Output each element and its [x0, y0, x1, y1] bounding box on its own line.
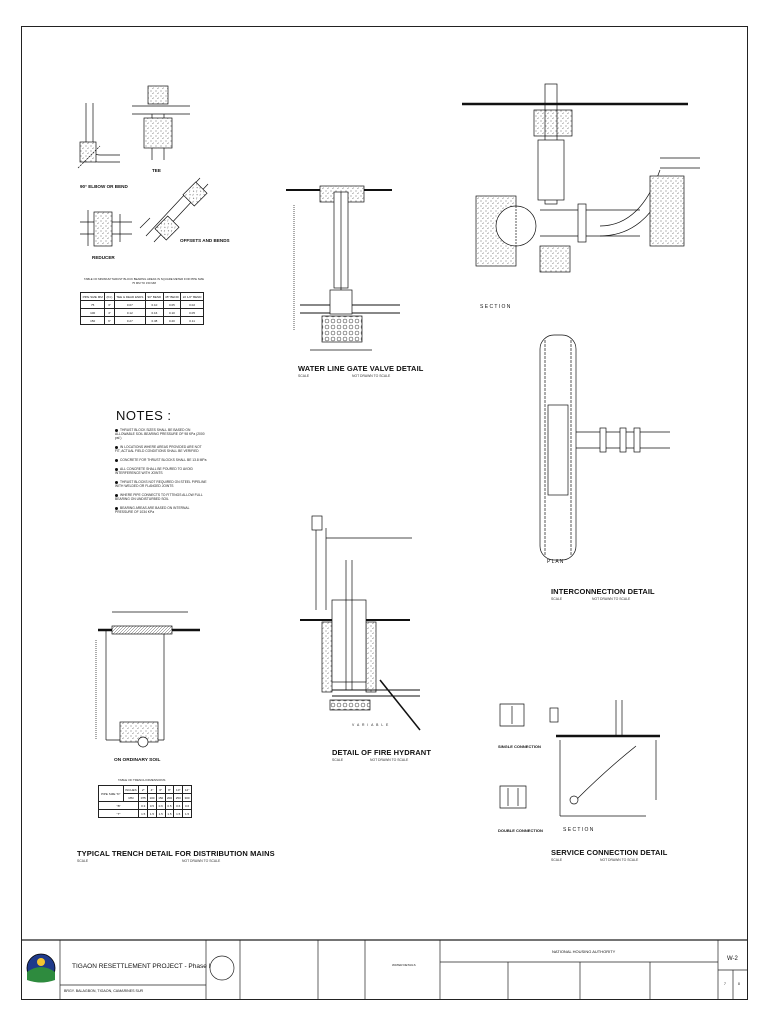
interconnection-scale-left: SCALE: [551, 597, 563, 601]
service-title: SERVICE CONNECTION DETAIL: [551, 848, 668, 857]
interconnection-plan-label: P L A N: [547, 559, 564, 565]
list-item: THRUST BLOCK SIZES SHALL BE BASED ON ALL…: [115, 428, 205, 440]
interconnection-section-drawing: [462, 83, 700, 273]
table-row: PIPE SIZE "D" INCHES 2"4" 6"8" 10"12": [98, 785, 192, 802]
list-item: THRUST BLOCKS NOT REQUIRED ON STEEL PIPE…: [115, 480, 207, 488]
agency-logo: [26, 953, 56, 983]
service-scale-right: NOT DRAWN TO SCALE: [600, 858, 639, 862]
project-location: BRGY. BALAGBON, TIGAON, CAMARINES SUR: [64, 989, 144, 993]
gate-valve-title: WATER LINE GATE VALVE DETAIL: [298, 364, 424, 373]
service-section-label: S E C T I O N: [563, 827, 594, 833]
list-item: BEARING AREAS ARE BASED ON INTERNAL PRES…: [115, 506, 190, 514]
interconnection-plan-drawing: [539, 334, 670, 561]
trench-title: TYPICAL TRENCH DETAIL FOR DISTRIBUTION M…: [77, 849, 275, 858]
project-title: TIGAON RESETTLEMENT PROJECT - Phase I: [72, 963, 211, 970]
trench-drawing: [95, 611, 200, 748]
trench-table: PIPE SIZE "D" INCHES 2"4" 6"8" 10"12" MM…: [97, 785, 192, 818]
hydrant-scale-right: NOT DRAWN TO SCALE: [370, 758, 409, 762]
list-item: CONCRETE FOR THRUST BLOCKS SHALL BE 13.8…: [115, 458, 207, 462]
list-item: ALL CONCRETE SHALL BE POURED TO AVOID IN…: [115, 467, 193, 475]
reducer-label: REDUCER: [92, 255, 115, 260]
offsets-label: OFFSETS AND BENDS: [180, 238, 230, 243]
sheet-content: WATER DETAILS: [392, 963, 416, 967]
notes-heading: NOTES :: [116, 408, 172, 423]
trench-scale-left: SCALE: [77, 859, 89, 863]
notes-list: THRUST BLOCK SIZES SHALL BE BASED ON ALL…: [115, 428, 207, 519]
trench-scale-right: NOT DRAWN TO SCALE: [182, 859, 221, 863]
sheet-index: 7: [724, 982, 726, 986]
hydrant-scale-left: SCALE: [332, 758, 344, 762]
thrust-table: PIPE SIZE MM (IN.) TEE & DEAD ENDS 90° B…: [79, 292, 204, 325]
gate-valve-scale-right: NOT DRAWN TO SCALE: [352, 374, 391, 378]
gate-valve-drawing: [286, 185, 400, 351]
list-item: WHERE PIPE CONNECTS TO FITTINGS ALLOW FU…: [115, 493, 203, 501]
interconnection-scale-right: NOT DRAWN TO SCALE: [592, 597, 631, 601]
sheet-total: 8: [738, 982, 740, 986]
sheet-number: W-2: [727, 956, 738, 962]
thrust-table-caption: TABLE OF MINIMUM THRUST BLOCK BEARING AR…: [84, 277, 204, 285]
elbow-label: 90° ELBOW OR BEND: [80, 184, 128, 189]
thrust-table-header: PIPE SIZE MM (IN.) TEE & DEAD ENDS 90° B…: [79, 292, 204, 301]
trench-caption: ON ORDINARY SOIL: [114, 758, 161, 763]
single-connection-label: SINGLE CONNECTION: [498, 744, 541, 749]
title-block-linework: [21, 939, 748, 1000]
tee-label: TEE: [152, 168, 161, 173]
hydrant-title: DETAIL OF FIRE HYDRANT: [332, 748, 432, 757]
service-scale-left: SCALE: [551, 858, 563, 862]
drawing-frame: [21, 26, 748, 1000]
trench-table-caption: TABLE OF TRENCH DIMENSIONS: [118, 778, 166, 782]
fittings-drawing: [77, 85, 209, 247]
agency-name: NATIONAL HOUSING AUTHORITY: [552, 949, 616, 954]
list-item: IN LOCATIONS WHERE AREAS PROVIDED ARE NO…: [115, 445, 202, 453]
gate-valve-scale-left: SCALE: [298, 374, 310, 378]
hydrant-variable-label: V A R I A B L E: [352, 723, 390, 727]
interconnection-section-label: S E C T I O N: [480, 304, 511, 310]
service-connection-drawing: [499, 700, 660, 817]
double-connection-label: DOUBLE CONNECTION: [498, 828, 543, 833]
interconnection-title: INTERCONNECTION DETAIL: [551, 587, 655, 596]
fire-hydrant-drawing: [300, 515, 421, 731]
